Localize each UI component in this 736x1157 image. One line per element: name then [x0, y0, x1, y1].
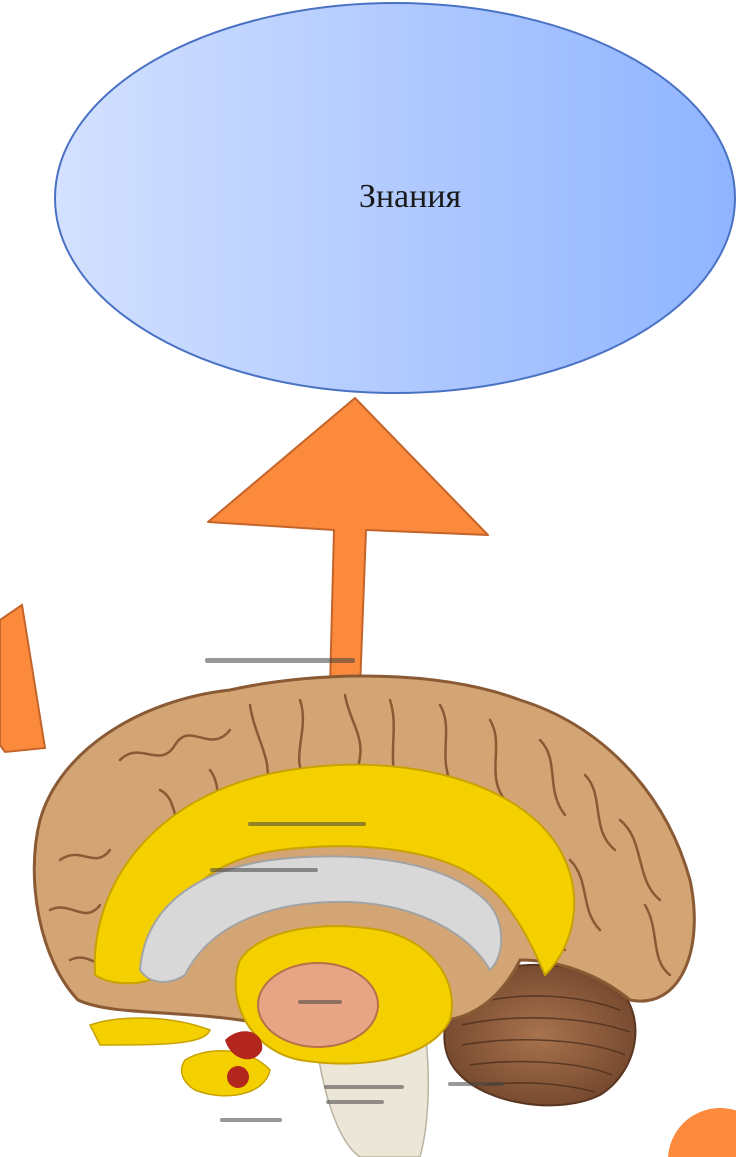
left-arrow-shaft — [0, 605, 45, 752]
corner-decoration — [668, 1108, 736, 1157]
up-arrow — [208, 398, 488, 688]
knowledge-label: Знания — [260, 178, 560, 216]
brain-sagittal-section-icon — [34, 658, 694, 1157]
